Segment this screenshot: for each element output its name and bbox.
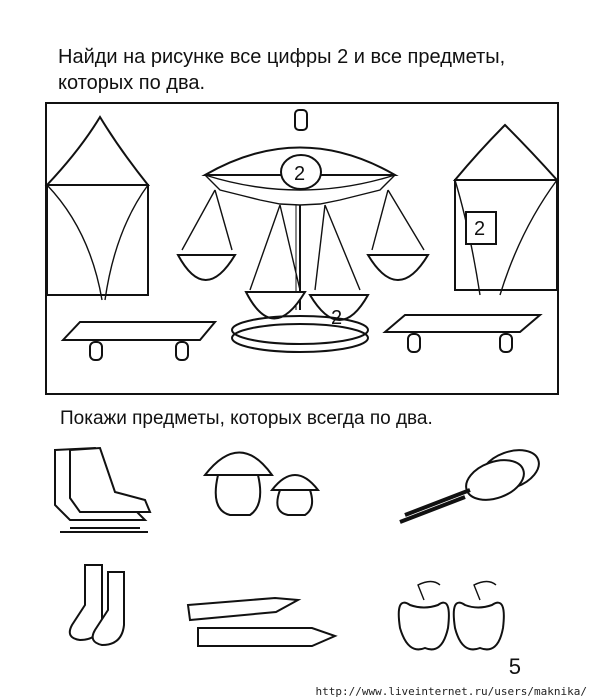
task-line-1: Найди на рисунке все цифры 2 и все предм…	[58, 46, 506, 68]
tent-number-box	[465, 211, 497, 245]
carousel: 2 2	[176, 109, 430, 353]
right-tent: 2	[452, 123, 560, 296]
tent-number: 2	[474, 218, 485, 240]
task-instructions: Найди на рисунке все цифры 2 и все предм…	[58, 44, 578, 96]
left-tent	[44, 115, 151, 301]
left-bench	[60, 321, 218, 361]
task-line-2: которых по два.	[58, 72, 206, 94]
site-watermark: http://www.liveinternet.ru/users/maknika…	[315, 685, 587, 698]
carousel-number-badge	[280, 154, 322, 190]
right-bench	[382, 314, 543, 353]
section-title: Покажи предметы, которых всегда по два.	[60, 408, 433, 429]
page-number: 5	[508, 654, 521, 679]
carousel-number: 2	[294, 163, 305, 185]
